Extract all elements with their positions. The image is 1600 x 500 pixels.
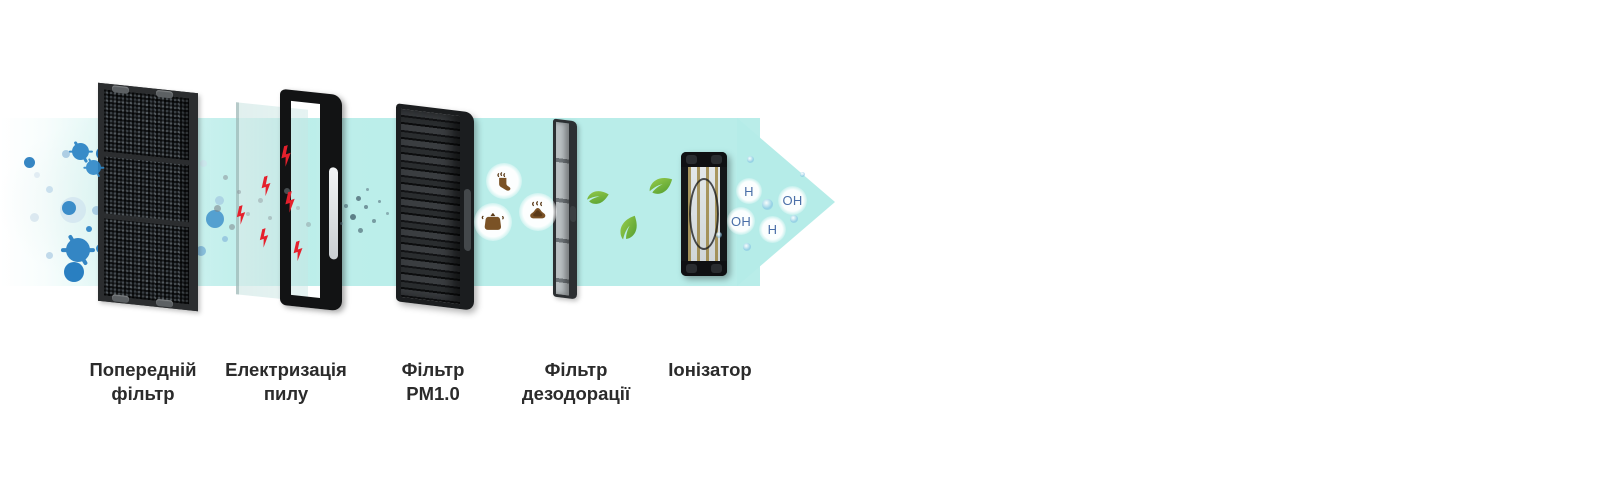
dust-particle [34,172,40,178]
dust-mote [364,205,368,209]
dust-particle [222,236,228,242]
stage-label-deodorization-filter: Фільтр дезодорації [521,359,631,404]
dust-mote [229,224,235,230]
dust-mote [356,196,361,201]
stage-label-pm1-filter: Фільтр PM1.0 [401,359,465,404]
ion-label-oh: OH [727,207,755,235]
dust-mote [378,200,381,203]
stage-label-ionizer: Іонізатор [668,359,752,380]
dust-mote [306,222,311,227]
ion-bubble [743,243,751,251]
dust-mote [223,175,228,180]
pm1-filter-component [396,103,474,311]
ion-bubble [790,215,798,223]
virus-particle [72,143,89,160]
dust-mote [237,190,241,194]
dust-particle [62,150,70,158]
dust-mote [296,206,300,210]
ion-label-oh: OH [778,186,807,215]
ion-bubble [800,172,805,177]
ion-label-h: H [759,216,786,243]
waste-odor-icon [519,193,557,231]
dust-particle [62,201,76,215]
dust-mote [246,212,250,216]
garbage-odor-icon [474,203,512,241]
stage-label-pre-filter: Попередній фільтр [89,359,197,404]
dust-mote [284,188,290,194]
dust-particle [24,157,35,168]
dust-mote [344,204,348,208]
leaf-icon [581,182,613,215]
dust-mote [350,214,356,220]
dust-mote [358,228,363,233]
dust-mote [214,205,221,212]
pre-filter-component [98,82,198,312]
dust-particle [200,160,207,167]
ionizer-top-cap [681,152,727,167]
ion-label-h: H [736,178,762,204]
dust-mote [258,198,263,203]
virus-particle [66,238,90,262]
leaf-icon [613,212,646,248]
dust-particle [46,252,53,259]
virus-particle [86,160,101,175]
ionizer-component [681,152,727,276]
dust-particle [196,246,206,256]
dust-particle [86,226,92,232]
dust-particle [92,206,101,215]
sock-odor-icon [486,163,522,199]
ionizer-bottom-cap [681,261,727,276]
ion-bubble [747,156,754,163]
dust-mote [372,219,376,223]
dust-particle [215,196,224,205]
ion-bubble [716,232,722,238]
ionizer-coil-ring [689,178,719,250]
dust-particle [206,210,224,228]
dust-particle [64,262,84,282]
dust-mote [366,188,369,191]
dust-mote [386,212,389,215]
dust-particle [30,213,39,222]
dust-mote [340,222,343,225]
stage-label-dust-electrization: Електризація пилу [225,359,347,404]
ion-bubble [762,199,773,210]
dust-particle [46,186,53,193]
dust-mote [268,216,272,220]
leaf-icon [644,170,676,205]
